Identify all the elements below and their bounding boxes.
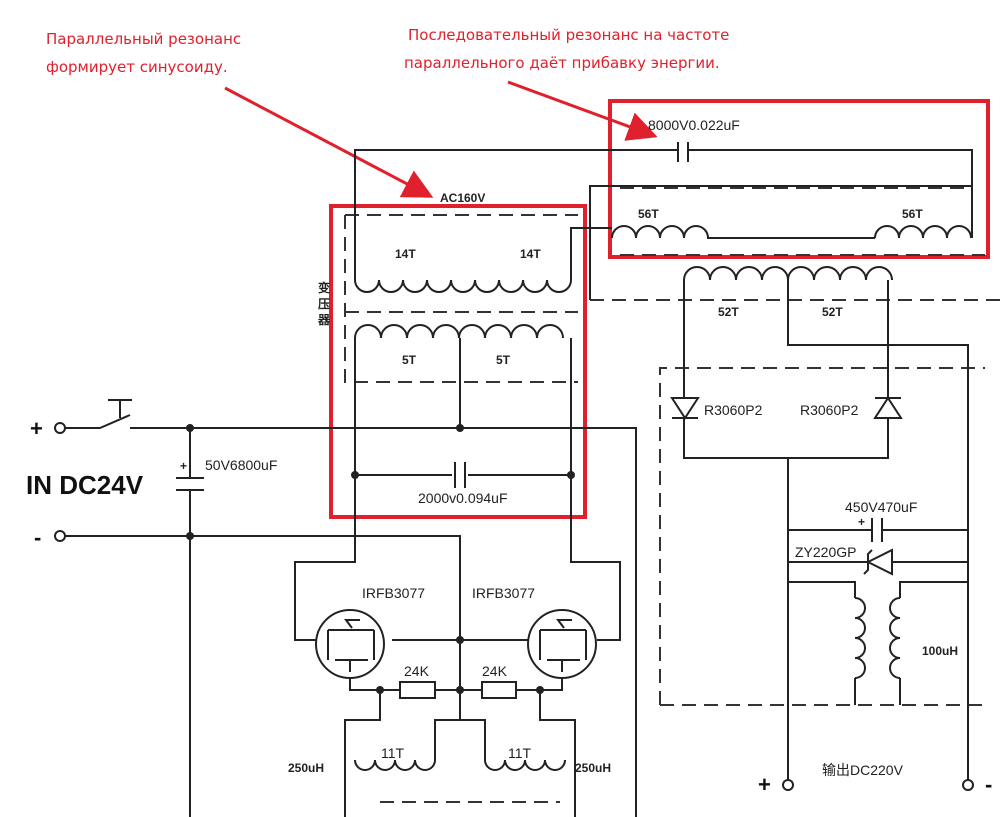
wire-output-terminals bbox=[787, 705, 969, 785]
primary-winding bbox=[354, 279, 572, 293]
series-cap-label: 8000V0.022uF bbox=[648, 117, 740, 133]
diode-right-label: R3060P2 bbox=[800, 402, 859, 418]
wire-input-positive-rail bbox=[65, 414, 637, 817]
input-cap-plus: + bbox=[180, 459, 187, 473]
output-plus-sign: + bbox=[758, 772, 771, 797]
tvs-symbol bbox=[865, 548, 893, 576]
wire-driver-center bbox=[434, 690, 486, 760]
wire-input-negative-rail bbox=[65, 535, 461, 720]
wire-mosfet-right-drain bbox=[570, 475, 621, 641]
annotation-series-line2: параллельного даёт прибавку энергии. bbox=[404, 54, 720, 72]
series-resonance-highlight bbox=[608, 99, 990, 259]
wire-driver-coils bbox=[344, 690, 576, 817]
output-inductor-left bbox=[854, 597, 866, 679]
gate-resistor-right-label: 24K bbox=[482, 663, 508, 679]
input-negative-terminal[interactable] bbox=[54, 530, 66, 542]
gate-resistor-left bbox=[399, 681, 436, 699]
wire-inductor-left bbox=[788, 581, 856, 705]
gate-resistor-left-label: 24K bbox=[404, 663, 430, 679]
driver-coil-right bbox=[484, 759, 566, 771]
primary-left-label: 14T bbox=[395, 247, 416, 261]
series-winding-left bbox=[611, 225, 875, 239]
output-cap-label: 450V470uF bbox=[845, 499, 917, 515]
resonant-cap-label: 2000v0.094uF bbox=[418, 490, 508, 506]
series-winding-right-label: 56T bbox=[902, 207, 923, 221]
output-negative-terminal[interactable] bbox=[962, 779, 974, 791]
output-winding bbox=[683, 266, 893, 281]
parallel-resonance-highlight bbox=[329, 204, 587, 519]
junction-center-tap bbox=[456, 424, 464, 432]
output-inductor-right bbox=[889, 597, 901, 679]
input-switch-actuator[interactable] bbox=[108, 399, 132, 418]
transformer-side-char-2: 压 bbox=[318, 297, 330, 311]
transformer-side-char-1: 变 bbox=[318, 280, 330, 295]
tvs-bar bbox=[863, 549, 873, 575]
transformer-voltage-label: AC160V bbox=[440, 191, 485, 205]
annotation-arrow-parallel bbox=[224, 86, 434, 198]
choke-right-label: 250uH bbox=[575, 761, 611, 775]
annotation-arrow-series bbox=[507, 80, 658, 141]
junction-input-neg bbox=[186, 532, 194, 540]
wire-output-center-tap bbox=[787, 280, 969, 705]
wire-mosfet-left-drain bbox=[294, 475, 356, 641]
tvs-label: ZY220GP bbox=[795, 544, 856, 560]
drive-right-label: 5T bbox=[496, 353, 511, 367]
output-voltage-label: 输出DC220V bbox=[822, 762, 904, 778]
primary-right-label: 14T bbox=[520, 247, 541, 261]
output-box-left bbox=[659, 367, 985, 705]
series-winding-left-label: 56T bbox=[638, 207, 659, 221]
mosfet-left-symbol bbox=[327, 619, 375, 672]
annotation-parallel-line1: Параллельный резонанс bbox=[46, 30, 241, 48]
input-cap-label: 50V6800uF bbox=[205, 457, 277, 473]
diode-left-symbol bbox=[670, 397, 700, 420]
junction-input-pos bbox=[186, 424, 194, 432]
input-positive-terminal[interactable] bbox=[54, 422, 66, 434]
wire-inductor-right bbox=[899, 581, 968, 705]
driver-coil-left-label: 11T bbox=[381, 745, 405, 761]
wire-series-loop bbox=[589, 185, 973, 300]
driver-coil-right-label: 11T bbox=[508, 745, 532, 761]
output-cap-plus: + bbox=[858, 515, 865, 529]
diode-right-symbol bbox=[873, 396, 903, 419]
mosfet-right-symbol bbox=[539, 619, 587, 672]
wire-primary-right-lead bbox=[570, 227, 612, 280]
output-minus-sign: - bbox=[985, 772, 992, 797]
input-minus-sign: - bbox=[34, 525, 41, 550]
wire-resonant-cap bbox=[354, 428, 572, 476]
gate-resistor-right bbox=[481, 681, 517, 699]
output-winding-left-label: 52T bbox=[718, 305, 739, 319]
annotation-parallel-line2: формирует синусоиду. bbox=[46, 58, 228, 76]
transformer-core-side bbox=[344, 215, 578, 383]
input-voltage-label: IN DC24V bbox=[26, 470, 144, 500]
output-winding-right-label: 52T bbox=[822, 305, 843, 319]
driver-coil-left bbox=[354, 759, 436, 771]
mosfet-right-label: IRFB3077 bbox=[472, 585, 535, 601]
output-inductor-label: 100uH bbox=[922, 644, 958, 658]
choke-left-label: 250uH bbox=[288, 761, 324, 775]
mosfet-left-label: IRFB3077 bbox=[362, 585, 425, 601]
junction-source bbox=[456, 636, 464, 644]
diode-left-label: R3060P2 bbox=[704, 402, 763, 418]
input-plus-sign: + bbox=[30, 416, 43, 441]
drive-left-label: 5T bbox=[402, 353, 417, 367]
transformer-side-char-3: 器 bbox=[317, 313, 331, 327]
wire-output-rectifier-loop bbox=[683, 280, 889, 459]
output-positive-terminal[interactable] bbox=[782, 779, 794, 791]
annotation-series-line1: Последовательный резонанс на частоте bbox=[408, 26, 729, 44]
series-winding-right bbox=[874, 225, 972, 239]
drive-winding bbox=[354, 324, 564, 339]
wire-primary-top-loop bbox=[354, 149, 973, 280]
